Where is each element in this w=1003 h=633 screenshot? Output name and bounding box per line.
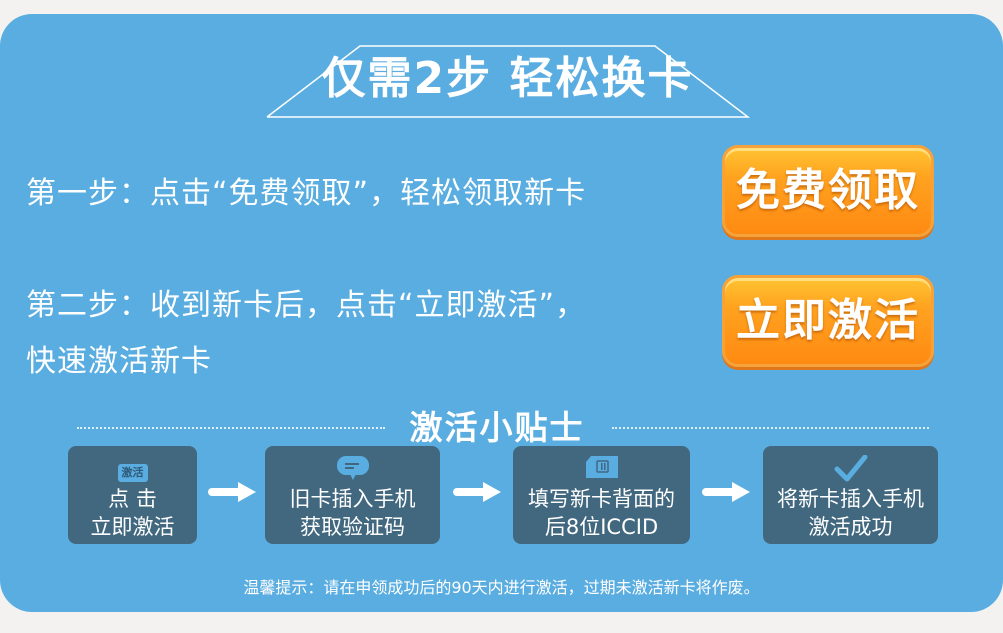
tip-card-click-activate: 激活 点 击 立即激活 [68, 446, 197, 544]
page-title: 仅需2步 轻松换卡 [321, 53, 694, 104]
activate-now-button[interactable]: 立即激活 [722, 275, 934, 367]
sim-card-icon [585, 455, 619, 486]
tip-card-line1: 点 击 [108, 487, 157, 511]
dotted-divider-left [77, 427, 385, 429]
tip-card-activation-success: 将新卡插入手机 激活成功 [763, 446, 938, 544]
checkmark-icon [834, 454, 868, 490]
step-two-line1: 第二步：收到新卡后，点击“立即激活”， [26, 288, 587, 323]
dotted-divider-right [612, 427, 929, 429]
step-two-text: 第二步：收到新卡后，点击“立即激活”， 快速激活新卡 [26, 282, 586, 386]
tip-card-enter-iccid: 填写新卡背面的 后8位ICCID [513, 446, 690, 544]
step-two-line2: 快速激活新卡 [26, 344, 212, 379]
arrow-right-icon [702, 482, 750, 502]
activate-tag-icon: 激活 [117, 455, 148, 483]
footnote-reminder: 温馨提示：请在申领成功后的90天内进行激活，过期未激活新卡将作废。 [243, 578, 760, 597]
tip-card-get-code: 旧卡插入手机 获取验证码 [265, 446, 440, 544]
arrow-right-icon [453, 482, 501, 502]
tips-header: 激活小贴士 [77, 402, 929, 452]
tip-card-line1: 旧卡插入手机 [289, 487, 416, 511]
arrow-right-icon [208, 482, 256, 502]
message-bubble-icon [336, 455, 370, 488]
step-one-text: 第一步：点击“免费领取”，轻松领取新卡 [26, 176, 587, 211]
tip-card-line2: 获取验证码 [300, 515, 405, 539]
tip-card-line1: 填写新卡背面的 [528, 487, 675, 511]
tip-card-line1: 将新卡插入手机 [777, 487, 924, 511]
tip-card-line2: 激活成功 [808, 515, 893, 539]
tip-card-line2: 后8位ICCID [544, 515, 659, 539]
tip-card-line2: 立即激活 [90, 515, 175, 539]
tips-title: 激活小贴士 [409, 408, 585, 447]
title-banner: 仅需2步 轻松换卡 [265, 29, 750, 119]
free-claim-button[interactable]: 免费领取 [722, 145, 934, 237]
title-trapezoid-outline [266, 45, 750, 118]
